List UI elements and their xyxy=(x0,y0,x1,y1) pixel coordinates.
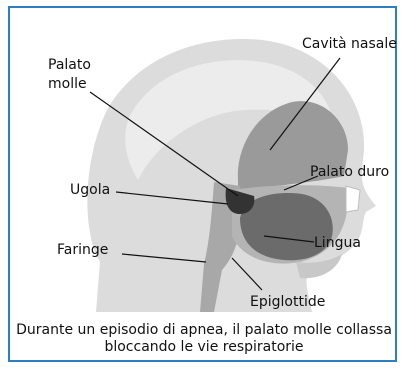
leader-epiglottide xyxy=(231,257,263,291)
label-epiglottide: Epiglottide xyxy=(250,294,325,310)
skull-highlight xyxy=(125,60,335,180)
caption-line2: bloccando le vie respiratorie xyxy=(104,339,304,355)
lower-jaw xyxy=(296,254,342,279)
leader-palato-molle xyxy=(89,91,239,197)
leader-palato-duro xyxy=(283,175,319,191)
caption: Durante un episodio di apnea, il palato … xyxy=(14,322,394,356)
label-palato-molle-line2: molle xyxy=(48,76,87,92)
leader-cavita-nasale xyxy=(269,57,341,151)
uvula xyxy=(225,188,255,214)
leader-faringe xyxy=(121,253,207,263)
label-faringe: Faringe xyxy=(57,242,108,258)
label-lingua: Lingua xyxy=(314,235,361,251)
leader-lingua xyxy=(263,235,315,243)
caption-line1: Durante un episodio di apnea, il palato … xyxy=(16,322,392,338)
teeth xyxy=(345,185,361,213)
label-ugola: Ugola xyxy=(70,182,110,198)
leader-ugola xyxy=(115,191,229,205)
label-palato-molle-line1: Palato xyxy=(48,57,91,73)
label-palato-duro: Palato duro xyxy=(310,164,389,180)
pharynx-tube xyxy=(200,182,242,312)
tongue xyxy=(240,193,333,261)
nasal-cavity xyxy=(237,101,348,190)
label-cavita-nasale: Cavità nasale xyxy=(302,36,397,52)
